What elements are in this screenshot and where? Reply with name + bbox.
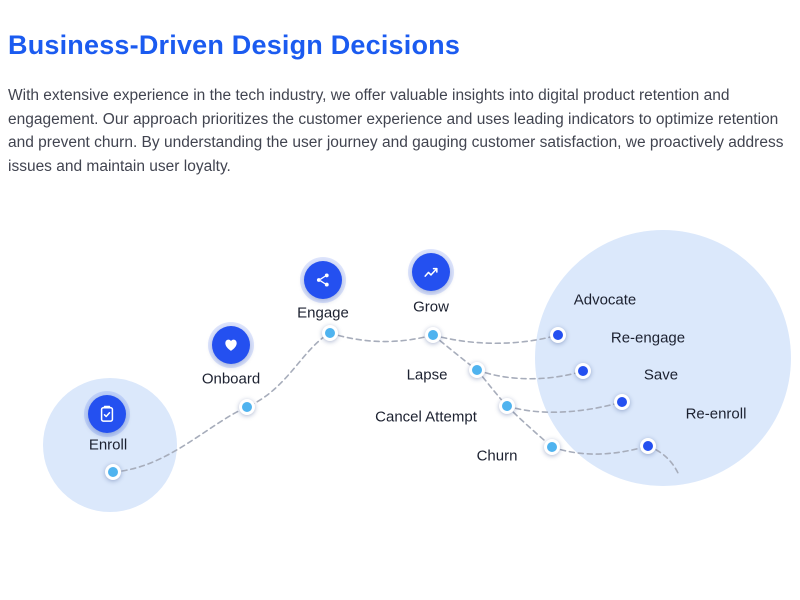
re-enroll-label: Re-enroll [685, 405, 747, 423]
enroll-dot [105, 464, 121, 480]
re-enroll-dot [640, 438, 656, 454]
path-grow-to-advocate [432, 334, 559, 345]
cancel-attempt-dot [499, 398, 515, 414]
engage-dot [322, 325, 338, 341]
clipboard-check-icon [100, 405, 114, 422]
path-lapse-to-reengage [476, 369, 584, 380]
advocate-dot [550, 327, 566, 343]
page-title: Business-Driven Design Decisions [8, 30, 461, 60]
grow-dot [425, 327, 441, 343]
save-label: Save [643, 366, 679, 384]
lapse-dot [469, 362, 485, 378]
save-dot [614, 394, 630, 410]
cancel-attempt-label: Cancel Attempt [375, 408, 477, 426]
heart-hands-icon [225, 339, 237, 351]
churn-label: Churn [476, 447, 518, 465]
engage-label: Engage [297, 304, 349, 322]
enroll-stage-icon [88, 395, 126, 433]
onboard-label: Onboard [201, 370, 261, 388]
background-circle-right [535, 230, 791, 486]
re-engage-label: Re-engage [610, 329, 686, 347]
lapse-label: Lapse [406, 366, 448, 384]
share-nodes-icon [316, 273, 329, 287]
path-enroll-to-engage [112, 332, 331, 473]
intro-paragraph: With extensive experience in the tech in… [8, 87, 784, 176]
onboard-dot [239, 399, 255, 415]
grow-stage-icon [412, 253, 450, 291]
enroll-label: Enroll [88, 436, 128, 454]
grow-label: Grow [413, 298, 449, 316]
onboard-stage-icon [212, 326, 250, 364]
path-cancel-to-save [506, 401, 623, 413]
growth-chart-icon [424, 267, 438, 277]
advocate-label: Advocate [573, 291, 637, 309]
re-engage-dot [575, 363, 591, 379]
path-churn-to-reenroll [551, 445, 649, 455]
path-engage-to-grow [329, 332, 434, 343]
churn-dot [544, 439, 560, 455]
engage-stage-icon [304, 261, 342, 299]
